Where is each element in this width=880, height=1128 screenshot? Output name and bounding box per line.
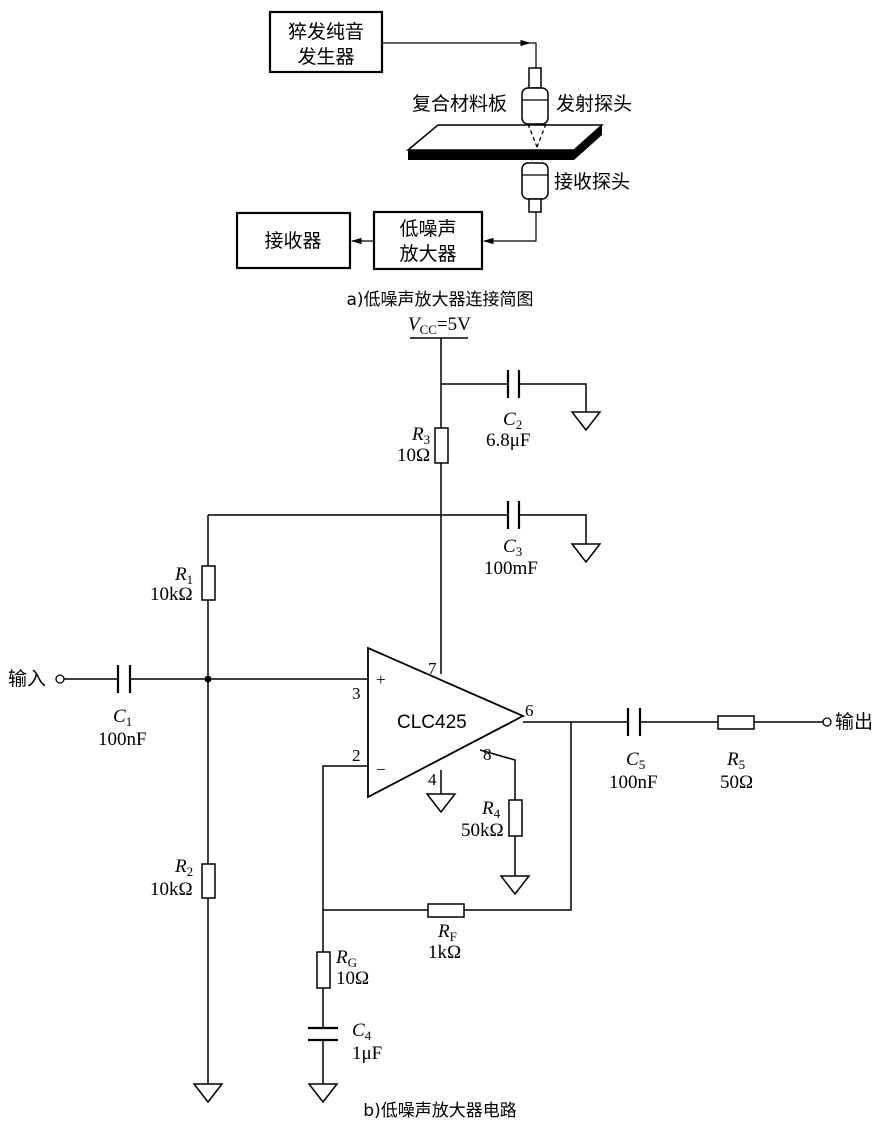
c3-value: 100mF (484, 558, 538, 579)
c2-label: C2 (503, 409, 522, 432)
r4-label: R4 (481, 798, 501, 821)
c3-label: C3 (503, 536, 522, 559)
tone-burst-generator-label-1: 猝发纯音 (288, 21, 364, 43)
capacitor-c4 (308, 1026, 338, 1042)
transmit-probe (521, 67, 549, 125)
rf-label: RF (437, 921, 457, 944)
pin-6-label: 6 (525, 701, 534, 720)
op-amp-clc425 (367, 646, 526, 799)
caption-a: a)低噪声放大器连接简图 (346, 290, 533, 310)
amplifier-circuit: VCC=5V R3 10Ω C2 6.8μF C3 100mF R1 10kΩ … (8, 314, 873, 1121)
capacitor-c2 (506, 370, 521, 398)
ground-c3-icon (570, 543, 602, 564)
capacitor-c3 (506, 501, 521, 529)
pin-8-label: 8 (483, 745, 492, 764)
receiver-box (235, 211, 352, 270)
lna-label-1: 低噪声 (399, 218, 456, 240)
transmit-probe-label: 发射探头 (556, 93, 632, 115)
receive-probe-label: 接收探头 (554, 171, 630, 193)
output-terminal[interactable] (822, 717, 832, 727)
receive-probe (521, 162, 549, 213)
receiver-label: 接收器 (264, 230, 321, 252)
resistor-r1 (201, 565, 216, 601)
r5-label: R5 (726, 749, 745, 772)
ground-c4-icon (307, 1083, 339, 1104)
rf-value: 1kΩ (428, 942, 461, 963)
r2-value: 10kΩ (150, 879, 193, 900)
low-noise-amplifier-box (372, 210, 484, 271)
capacitor-c5 (626, 708, 642, 736)
minus-input-sign: − (376, 760, 386, 779)
pin-7-label: 7 (428, 659, 437, 678)
op-amp-name: CLC425 (397, 712, 467, 733)
input-label: 输入 (8, 668, 46, 690)
connection-diagram: 猝发纯音 发生器 复合材料板 发射探头 接收探头 低噪声 放大器 (235, 10, 632, 310)
c5-value: 100nF (609, 772, 658, 793)
ground-c2-icon (570, 411, 602, 432)
tone-burst-generator-box (268, 10, 384, 74)
r1-label: R1 (174, 564, 193, 587)
r3-label: R3 (411, 424, 430, 447)
pin-4-label: 4 (428, 770, 437, 789)
c4-value: 1μF (352, 1043, 382, 1064)
r5-value: 50Ω (720, 772, 753, 793)
resistor-r4 (508, 799, 523, 837)
c5-label: C5 (626, 749, 645, 772)
plus-input-sign: + (376, 670, 386, 689)
c1-value: 100nF (98, 729, 147, 750)
rg-label: RG (335, 947, 357, 970)
junction-dot (204, 675, 212, 683)
beam-path (527, 123, 547, 171)
ground-pin4-icon (425, 793, 457, 814)
r1-value: 10kΩ (150, 584, 193, 605)
resistor-rf (427, 903, 465, 918)
caption-b: b)低噪声放大器电路 (363, 1101, 516, 1121)
composite-plate (405, 124, 604, 160)
resistor-r5 (717, 715, 755, 730)
rg-value: 10Ω (336, 968, 369, 989)
r2-label: R2 (174, 856, 193, 879)
ground-r4-icon (499, 875, 531, 896)
input-terminal[interactable] (55, 674, 65, 684)
probe-to-lna-wire (482, 212, 537, 245)
resistor-r3 (434, 427, 449, 464)
pin-2-label: 2 (352, 746, 361, 765)
pin-3-label: 3 (352, 684, 361, 703)
r3-value: 10Ω (397, 445, 430, 466)
ground-r2-icon (192, 1083, 224, 1104)
output-label: 输出 (835, 711, 873, 733)
lna-label-2: 放大器 (399, 243, 456, 265)
c2-value: 6.8μF (486, 430, 531, 451)
vcc-label: VCC=5V (408, 314, 471, 337)
c4-label: C4 (352, 1020, 372, 1043)
resistor-rg (316, 951, 331, 989)
r4-value: 50kΩ (461, 820, 504, 841)
tone-burst-generator-label-2: 发生器 (297, 46, 354, 68)
c1-label: C1 (113, 706, 132, 729)
capacitor-c1 (116, 665, 132, 693)
plate-label: 复合材料板 (412, 93, 507, 115)
resistor-r2 (201, 863, 216, 899)
